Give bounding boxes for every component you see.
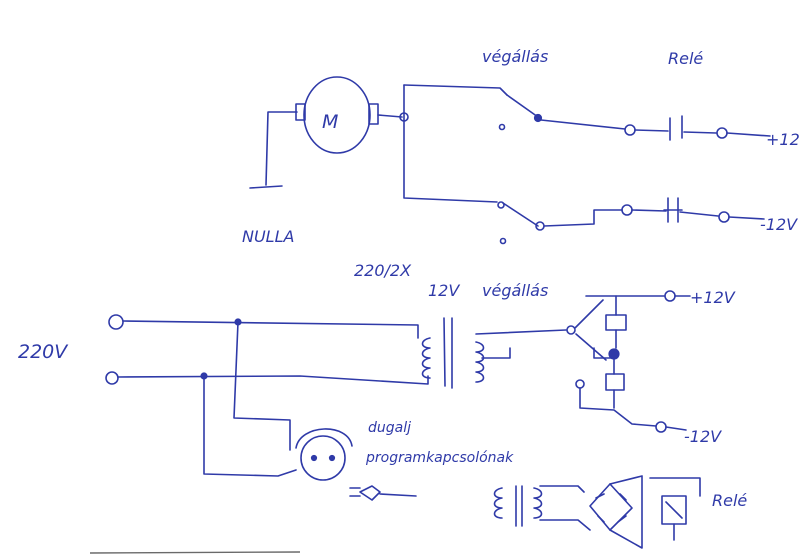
socket-outer bbox=[295, 428, 353, 449]
socket-wire-bottom bbox=[203, 375, 297, 477]
rele-bottom-label: Relé bbox=[712, 491, 747, 510]
small-transformer-primary bbox=[493, 487, 503, 519]
motor-label: M bbox=[322, 111, 338, 133]
secondary-terminal bbox=[566, 325, 576, 335]
minus12v-mid-terminal bbox=[655, 421, 667, 433]
socket-label-2: programkapcsolónak bbox=[365, 450, 514, 466]
socket-pin-right bbox=[328, 454, 336, 462]
limit-switch-upper-contact-on bbox=[533, 113, 543, 123]
socket-pin-left bbox=[310, 454, 318, 462]
mains-wire-top bbox=[122, 320, 419, 339]
transformer-primary-coil bbox=[421, 337, 431, 379]
small-transformer-out bbox=[539, 485, 591, 531]
socket-symbol bbox=[300, 435, 346, 481]
limit-switch-lower-pivot bbox=[497, 201, 505, 209]
vegallas-lower-terminal bbox=[575, 379, 585, 389]
small-transformer-core bbox=[515, 485, 523, 527]
relay-contact-lower-out bbox=[679, 211, 719, 217]
motor-bus bbox=[403, 84, 498, 203]
plus12v-mid-label: +12V bbox=[690, 288, 736, 307]
relay-contact-upper-out bbox=[683, 131, 717, 134]
minus12v-mid-label: -12V bbox=[684, 427, 722, 446]
motor-circuit: M +12V -12V végállás Relé bbox=[242, 47, 800, 246]
lower-terminal-2 bbox=[718, 211, 730, 223]
socket-label-1: dugalj bbox=[368, 420, 411, 436]
upper-switch-wire bbox=[540, 119, 626, 130]
plus12v-top-label: +12V bbox=[766, 130, 800, 149]
limit-switch-lower-contact-off bbox=[499, 237, 507, 245]
mains-label: 220V bbox=[18, 341, 69, 363]
minus12v-top-label: -12V bbox=[760, 215, 798, 234]
minus12v-mid-lead bbox=[665, 426, 687, 431]
vegallas-switch-arm-bottom bbox=[575, 333, 607, 361]
transformer-rating-1: 220/2X bbox=[354, 261, 412, 280]
relay-bottom-symbol bbox=[661, 495, 687, 525]
relay-bottom-wires bbox=[649, 477, 701, 541]
lower-to-relay-wire bbox=[631, 209, 667, 212]
motor-brush-right bbox=[368, 103, 379, 125]
socket-wire-top bbox=[233, 321, 291, 451]
relay-coil-lower bbox=[605, 373, 625, 391]
transformer-rating-2: 12V bbox=[428, 281, 460, 300]
upper-branch-wire bbox=[403, 84, 508, 96]
upper-terminal-2 bbox=[716, 127, 728, 139]
plus12v-mid-terminal bbox=[664, 290, 676, 302]
relay-coil-upper bbox=[605, 314, 627, 331]
mains-wire-bottom bbox=[117, 375, 429, 385]
small-transformer-secondary bbox=[533, 487, 543, 519]
relay-contact-upper bbox=[669, 115, 683, 141]
secondary-top-wire bbox=[475, 329, 567, 335]
motor-symbol bbox=[303, 76, 371, 154]
mains-terminal-top bbox=[108, 314, 124, 330]
transformer-core bbox=[443, 317, 453, 389]
motor-lead bbox=[377, 114, 403, 118]
rectifier-bridge bbox=[589, 483, 633, 531]
transformer-circuit: 220V +12V -12V 220/2X bbox=[18, 261, 736, 446]
rectifier-out bbox=[609, 475, 643, 549]
rele-top-label: Relé bbox=[668, 49, 703, 68]
vegallas-lower-rail bbox=[579, 387, 657, 427]
ground-symbol bbox=[249, 185, 283, 189]
vegallas-mid-label: végállás bbox=[482, 281, 548, 300]
upper-terminal-1 bbox=[624, 124, 636, 136]
limit-switch-upper bbox=[506, 94, 539, 118]
mains-terminal-bottom bbox=[105, 371, 119, 385]
limit-switch-upper-contact-off bbox=[498, 123, 506, 131]
socket-circuit: dugalj programkapcsolónak Relé bbox=[203, 321, 747, 549]
minus12v-top-lead bbox=[728, 216, 765, 220]
lower-terminal-1 bbox=[621, 204, 633, 216]
limit-switch-lower bbox=[502, 202, 539, 227]
nulla-label: NULLA bbox=[242, 227, 294, 246]
vegallas-switch-arm-top bbox=[574, 299, 604, 329]
plug-symbol bbox=[349, 485, 417, 501]
lower-switch-wire bbox=[543, 209, 623, 227]
relay-contact-lower bbox=[663, 197, 683, 223]
secondary-center-tap bbox=[481, 347, 511, 359]
plus12v-top-lead bbox=[726, 132, 771, 137]
rectifier-diodes bbox=[595, 493, 627, 523]
page-edge-mark bbox=[89, 551, 301, 554]
vegallas-top-label: végállás bbox=[482, 47, 548, 66]
relay-mid-link bbox=[593, 347, 615, 359]
upper-to-relay-wire bbox=[634, 129, 669, 132]
transformer-secondary-coil bbox=[475, 341, 485, 383]
nulla-wire bbox=[265, 111, 298, 186]
